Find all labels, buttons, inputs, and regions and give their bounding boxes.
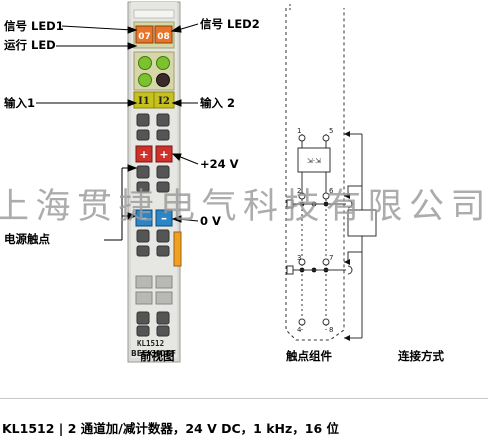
plug-symbols (286, 199, 353, 275)
footer-divider (0, 398, 488, 399)
contact-number-2: 2 (297, 187, 301, 195)
input-label-panel: I1 I2 (133, 91, 175, 109)
caption-connection: 连接方式 (398, 349, 444, 363)
run-led-bottom-right (156, 73, 170, 87)
run-led-left (138, 56, 152, 70)
led-symbol-glyph: ⇲·⇲ (307, 157, 321, 165)
contact-number-1: 1 (297, 127, 301, 135)
led-07-label: 07 (138, 32, 151, 42)
contact-number-3: 3 (297, 254, 301, 262)
contact-number-4: 4 (297, 326, 302, 334)
label-plus24v: +24 V (200, 157, 239, 171)
contact-number-8: 8 (329, 326, 333, 334)
input-i2-label: I2 (158, 96, 170, 107)
contact-number-5: 5 (329, 127, 333, 135)
connection-wiring (344, 133, 377, 339)
label-input1: 输入1 (4, 96, 36, 110)
svg-text:–: – (161, 211, 167, 225)
label-input2: 输入 2 (200, 96, 236, 110)
bus-lines (292, 141, 346, 271)
side-power-contact (173, 231, 182, 267)
contact-assembly (285, 4, 345, 341)
product-footer: KL1512 | 2 通道加/减计数器，24 V DC，1 kHz，16 位 (2, 421, 339, 436)
plus24-terminal: + + (135, 145, 173, 163)
svg-text:–: – (141, 211, 147, 225)
led-07 (135, 25, 154, 44)
connection-arrows (344, 131, 350, 341)
led-08 (154, 25, 173, 44)
caption-contact-assembly: 触点组件 (286, 349, 332, 363)
run-led-panel (133, 51, 175, 91)
label-signal-led1: 信号 LED1 (4, 19, 64, 33)
led-symbol-box (297, 147, 331, 173)
terminal-slots (136, 113, 170, 337)
watermark: 上海贯捷电气科技有限公司 (0, 187, 488, 227)
run-led-bottom-left (138, 73, 152, 87)
label-zero-v: 0 V (200, 214, 221, 228)
label-signal-led2: 信号 LED2 (200, 17, 260, 31)
module-brand-label: BECKHOFF (131, 349, 176, 358)
svg-text:+: + (139, 148, 148, 161)
run-led-right (156, 56, 170, 70)
zero-v-terminal: – – (135, 209, 173, 227)
contact-number-6: 6 (329, 187, 334, 195)
callout-arrows (36, 23, 199, 241)
module-model-label: KL1512 (137, 339, 164, 348)
svg-text:+: + (159, 148, 168, 161)
signal-led-panel: 07 08 (133, 21, 175, 49)
input-i1-label: I1 (138, 96, 150, 107)
blank-section (135, 275, 173, 305)
contact-number-7: 7 (329, 254, 333, 262)
led-08-label: 08 (157, 32, 170, 42)
caption-front-view: 前视图 (140, 349, 175, 363)
label-run-led: 运行 LED (4, 38, 56, 52)
label-power-contact: 电源触点 (4, 232, 50, 246)
